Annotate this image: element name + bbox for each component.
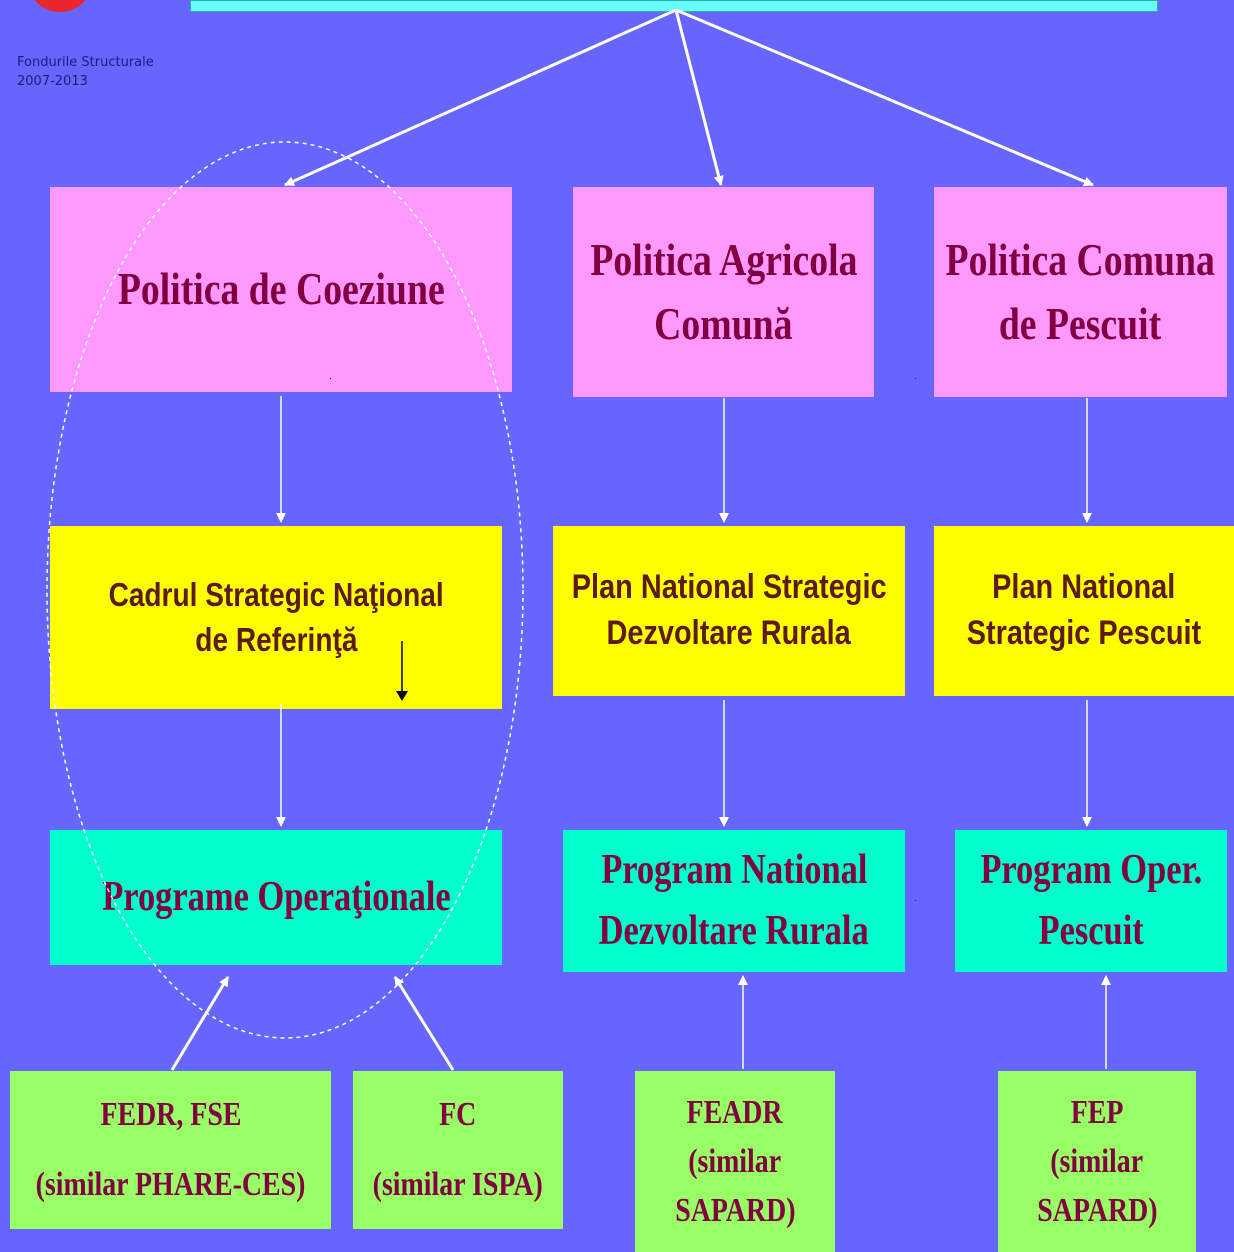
program-fisheries-line-2: Pescuit — [1038, 908, 1144, 954]
stray-dot — [915, 900, 916, 901]
fund-fep-line-1: FEP — [1070, 1093, 1124, 1131]
policy-cohesion-line: Politica de Coeziune — [117, 263, 445, 315]
fund-fc-box: FC (similar ISPA) — [353, 1071, 563, 1229]
fund-feadr-line-1: FEADR — [686, 1093, 784, 1131]
arrow-fc-to-program — [393, 976, 455, 1071]
program-agricultural-box: Program National Dezvoltare Rurala — [563, 830, 905, 972]
fund-fc-line-1: FC — [439, 1096, 477, 1134]
policy-fisheries-line-2: de Pescuit — [999, 298, 1162, 349]
fund-feadr-line-2: (similar — [688, 1142, 782, 1180]
arrow-fedr-to-program — [170, 976, 230, 1071]
policy-cohesion-box: Politica de Coeziune — [50, 187, 512, 392]
program-cohesion-line: Programe Operaţionale — [101, 874, 451, 921]
policy-agricultural-line-1: Politica Agricola — [589, 233, 858, 285]
cohesion-dashed-ellipse — [46, 141, 524, 1039]
stray-dot — [330, 378, 331, 379]
logo-text-line1: Fondurile Structurale — [17, 55, 154, 70]
arrow-top-to-fisheries — [675, 8, 1094, 187]
fund-fep-line-3: SAPARD) — [1036, 1192, 1158, 1230]
strategy-cohesion-line-2: de Referinţă — [194, 620, 358, 658]
fund-fedr-fse-box: FEDR, FSE (similar PHARE-CES) — [10, 1071, 331, 1229]
policy-fisheries-box: Politica Comuna de Pescuit — [934, 187, 1227, 397]
program-agricultural-line-2: Dezvoltare Rurala — [598, 908, 870, 954]
fund-fedr-fse-line-2: (similar PHARE-CES) — [35, 1166, 306, 1203]
strategy-fisheries-box: Plan National Strategic Pescuit — [934, 526, 1234, 696]
strategy-cohesion-box: Cadrul Strategic Naţional de Referinţă — [50, 526, 502, 709]
fund-fep-box: FEP (similar SAPARD) — [998, 1071, 1196, 1252]
program-fisheries-line-1: Program Oper. — [980, 847, 1202, 894]
strategy-agricultural-line-2: Dezvoltare Rurala — [606, 614, 852, 652]
arrow-top-to-agricultural — [674, 9, 724, 186]
strategy-cohesion-line-1: Cadrul Strategic Naţional — [108, 575, 444, 613]
policy-agricultural-line-2: Comună — [654, 298, 793, 349]
fund-fc-line-2: (similar ISPA) — [372, 1166, 544, 1203]
policy-agricultural-box: Politica Agricola Comună — [573, 187, 874, 397]
strategy-fisheries-line-1: Plan National — [992, 568, 1176, 607]
arrow-top-to-cohesion — [284, 8, 677, 187]
strategy-fisheries-line-2: Strategic Pescuit — [966, 614, 1202, 652]
fund-feadr-box: FEADR (similar SAPARD) — [635, 1071, 835, 1252]
fund-feadr-line-3: SAPARD) — [674, 1192, 796, 1230]
fund-fep-line-2: (similar — [1050, 1142, 1144, 1180]
program-agricultural-line-1: Program National — [600, 847, 868, 894]
logo-text-line2: 2007-2013 — [17, 74, 88, 89]
program-fisheries-box: Program Oper. Pescuit — [955, 830, 1227, 972]
policy-fisheries-line-1: Politica Comuna — [945, 233, 1216, 285]
program-cohesion-box: Programe Operaţionale — [50, 830, 502, 965]
stray-dot — [915, 378, 916, 379]
strategy-agricultural-box: Plan National Strategic Dezvoltare Rural… — [553, 526, 905, 696]
strategy-agricultural-line-1: Plan National Strategic — [571, 568, 887, 607]
fund-fedr-fse-line-1: FEDR, FSE — [100, 1096, 241, 1134]
